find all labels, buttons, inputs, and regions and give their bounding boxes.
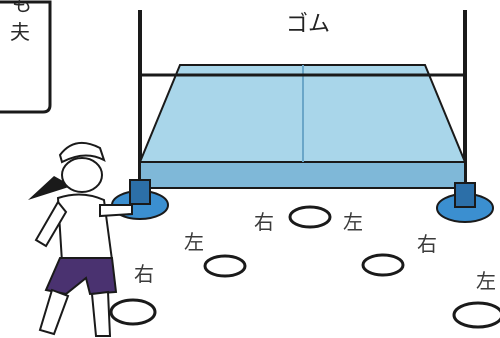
label-mid-left: 左 (184, 230, 204, 254)
child-figure (34, 141, 133, 337)
speech-bubble-tail (28, 176, 72, 200)
bubble-text-line2: 夫 (10, 20, 30, 44)
label-mid-right: 右 (417, 232, 437, 256)
right-base (436, 182, 494, 223)
foot-marker-far-right (452, 301, 500, 329)
label-center-right: 右 (254, 210, 274, 234)
bubble-text-line1: も (12, 0, 32, 16)
foot-marker-far-left (109, 298, 157, 326)
label-far-right: 左 (476, 269, 496, 293)
speech-bubble (0, 0, 52, 114)
table-front (139, 161, 466, 189)
foot-marker-mid-left (203, 254, 247, 278)
net-label: ゴム (286, 12, 331, 37)
label-far-left: 右 (134, 262, 154, 286)
foot-marker-mid-right (361, 253, 405, 277)
label-center-left: 左 (343, 210, 363, 234)
foot-marker-center (288, 205, 332, 229)
